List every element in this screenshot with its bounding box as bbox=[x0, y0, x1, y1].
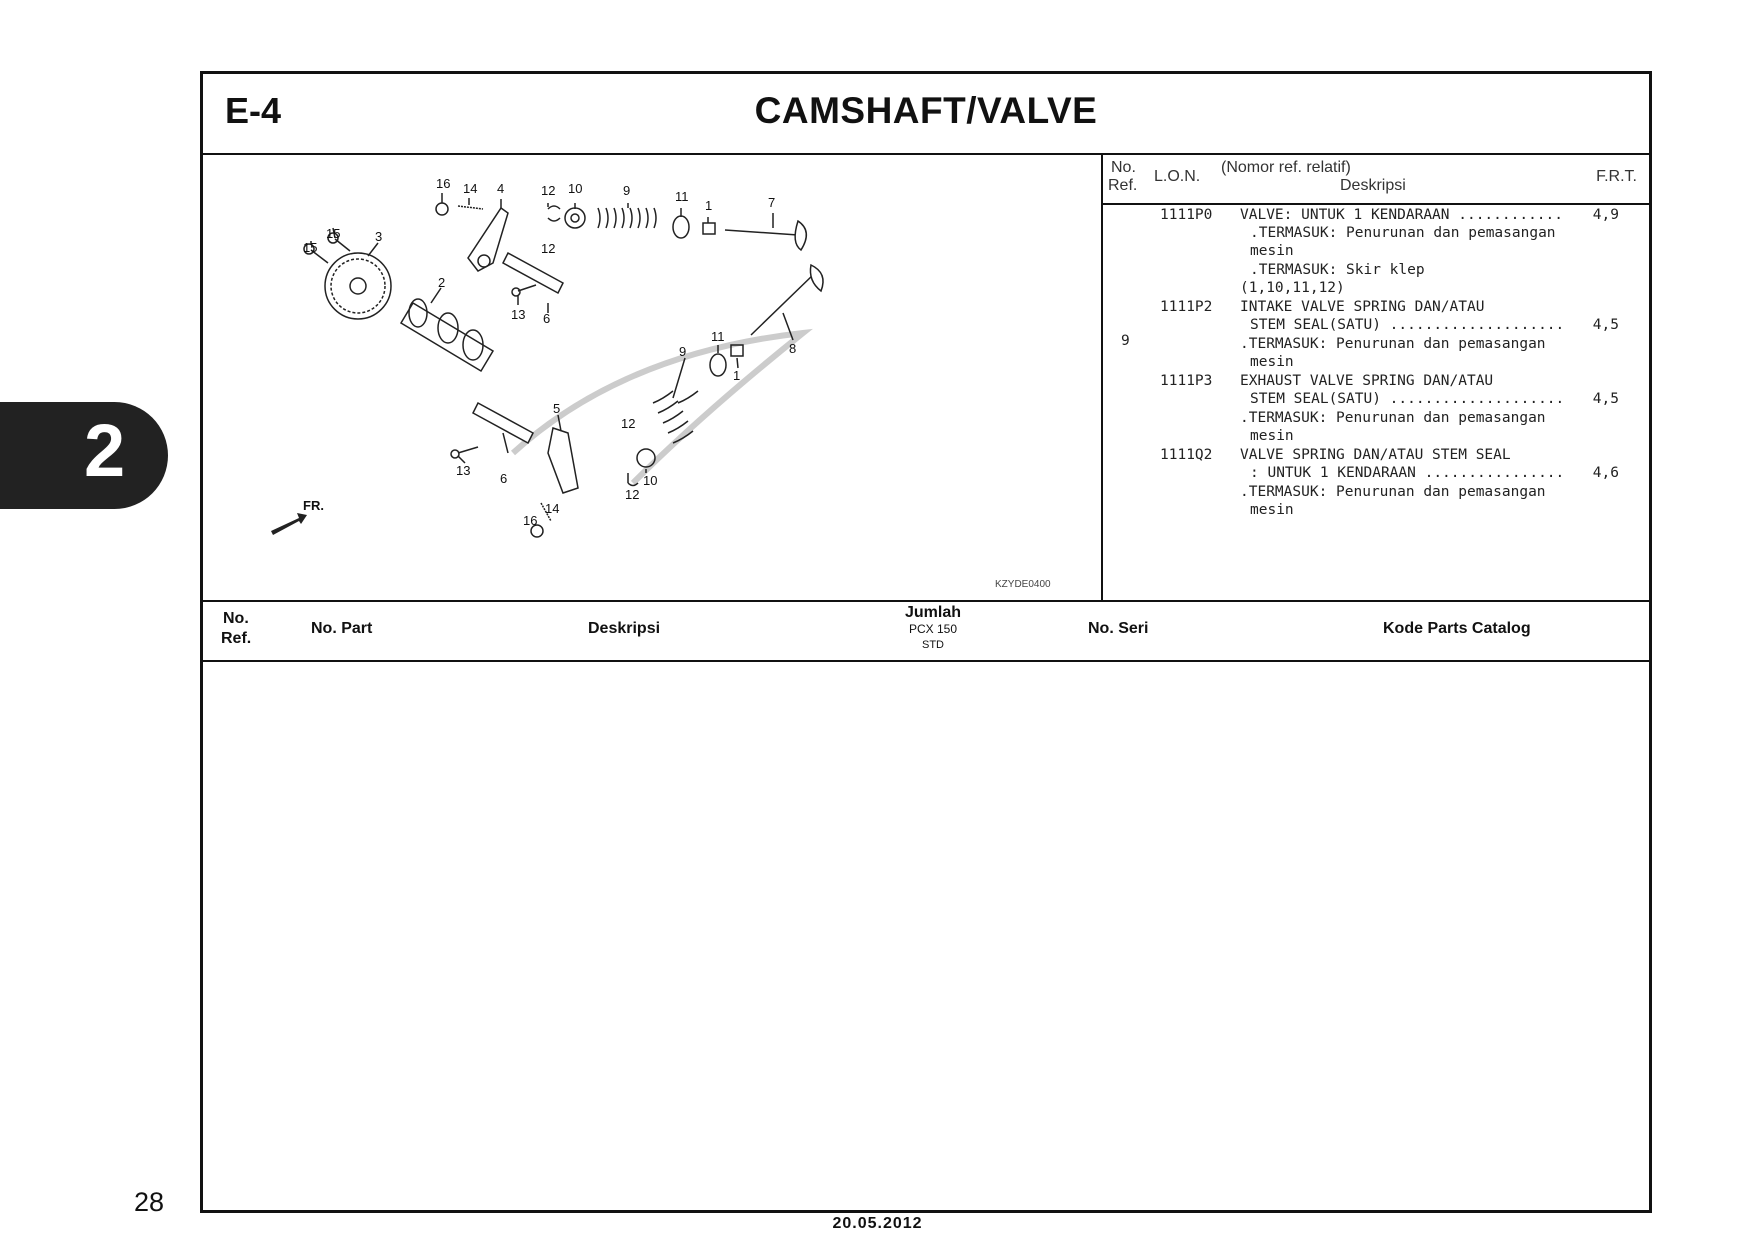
entry-desc: EXHAUST VALVE SPRING DAN/ATAU bbox=[1240, 373, 1494, 389]
callout-11b: 11 bbox=[711, 329, 725, 344]
labor-table-header: No. Ref. L.O.N. (Nomor ref. relatif) Des… bbox=[1103, 153, 1649, 205]
section-code: E-4 bbox=[225, 90, 282, 131]
entry-desc: VALVE: UNTUK 1 KENDARAAN ............ bbox=[1240, 207, 1564, 223]
entry-note: mesin bbox=[1250, 354, 1294, 370]
callout-1: 1 bbox=[705, 198, 712, 213]
callout-12d: 12 bbox=[625, 487, 639, 502]
entry-note: .TERMASUK: Penurunan dan pemasangan bbox=[1240, 336, 1546, 352]
page-number: 28 bbox=[134, 1187, 165, 1217]
lon-code: 1111Q2 bbox=[1160, 447, 1213, 463]
labor-table: No. Ref. L.O.N. (Nomor ref. relatif) Des… bbox=[1103, 153, 1649, 600]
callout-9: 9 bbox=[623, 183, 630, 198]
callout-14: 14 bbox=[463, 181, 477, 196]
callout-10b: 10 bbox=[643, 473, 657, 488]
callout-11: 11 bbox=[675, 189, 689, 204]
entry-note: .TERMASUK: Penurunan dan pemasangan bbox=[1240, 410, 1546, 426]
entry-desc-2: STEM SEAL(SATU) .................... bbox=[1250, 391, 1565, 407]
entry-desc-2: STEM SEAL(SATU) .................... bbox=[1250, 317, 1565, 333]
col-lon: L.O.N. bbox=[1154, 168, 1201, 185]
lon-code: 1111P3 bbox=[1160, 373, 1213, 389]
diagram-code: KZYDE0400 bbox=[995, 579, 1051, 590]
entry-note: .TERMASUK: Skir klep bbox=[1250, 262, 1425, 278]
fr-label: FR. bbox=[303, 498, 324, 513]
col-no-part: No. Part bbox=[311, 620, 373, 637]
callout-10: 10 bbox=[568, 181, 582, 196]
callout-16b: 16 bbox=[523, 513, 537, 528]
callout-12c: 12 bbox=[621, 416, 635, 431]
col-deskripsi: Deskripsi bbox=[588, 620, 661, 637]
page-header: E-4 CAMSHAFT/VALVE bbox=[203, 74, 1649, 155]
frt-value: 4,9 bbox=[1592, 207, 1619, 223]
exploded-diagram: FR. 16 14 4 12 10 9 11 1 7 15 15 3 12 2 … bbox=[203, 153, 1103, 600]
callout-15a: 15 bbox=[326, 226, 340, 241]
entry-note: (1,10,11,12) bbox=[1240, 280, 1345, 296]
entry-desc: INTAKE VALVE SPRING DAN/ATAU bbox=[1240, 299, 1485, 315]
frt-value: 4,5 bbox=[1592, 391, 1619, 407]
callout-6b: 6 bbox=[500, 471, 507, 486]
col-nomor: (Nomor ref. relatif) bbox=[1221, 159, 1351, 176]
ref-number: 9 bbox=[1121, 333, 1130, 349]
callout-14b: 14 bbox=[545, 501, 559, 516]
callout-6: 6 bbox=[543, 311, 550, 326]
section-number: 2 bbox=[84, 409, 126, 492]
entry-desc: VALVE SPRING DAN/ATAU STEM SEAL bbox=[1240, 447, 1511, 463]
page-title: CAMSHAFT/VALVE bbox=[754, 90, 1098, 131]
lon-code: 1111P2 bbox=[1160, 299, 1213, 315]
callout-5: 5 bbox=[553, 401, 560, 416]
callout-8: 8 bbox=[789, 341, 796, 356]
col-no: No. bbox=[1111, 159, 1136, 176]
callout-13b: 13 bbox=[456, 463, 470, 478]
callout-4: 4 bbox=[497, 181, 504, 196]
callout-12b: 12 bbox=[541, 241, 555, 256]
callout-1b: 1 bbox=[733, 368, 740, 383]
callout-13: 13 bbox=[511, 307, 525, 322]
callout-7: 7 bbox=[768, 195, 775, 210]
callout-9b: 9 bbox=[679, 344, 686, 359]
section-tab: 2 bbox=[0, 402, 168, 509]
entry-note: .TERMASUK: Penurunan dan pemasangan bbox=[1250, 225, 1556, 241]
labor-table-body: 9 1111P0 VALVE: UNTUK 1 KENDARAAN ......… bbox=[1103, 205, 1649, 600]
col-std: STD bbox=[922, 639, 944, 651]
entry-note: mesin bbox=[1250, 502, 1294, 518]
col-model: PCX 150 bbox=[908, 622, 958, 636]
lon-code: 1111P0 bbox=[1160, 207, 1213, 223]
callout-12: 12 bbox=[541, 183, 555, 198]
col-no-seri: No. Seri bbox=[1088, 620, 1149, 637]
col-jumlah: Jumlah bbox=[904, 604, 961, 621]
parts-table-header: No. Ref. No. Part Deskripsi Jumlah PCX 1… bbox=[203, 600, 1649, 662]
col-deskripsi: Deskripsi bbox=[1340, 177, 1406, 194]
frt-value: 4,5 bbox=[1592, 317, 1619, 333]
diagram-drawing: FR. 16 14 4 12 10 9 11 1 7 15 15 3 12 2 … bbox=[271, 176, 1051, 590]
entry-note: .TERMASUK: Penurunan dan pemasangan bbox=[1240, 484, 1546, 500]
entry-note: mesin bbox=[1250, 428, 1294, 444]
callout-16: 16 bbox=[436, 176, 450, 191]
col-ref: Ref. bbox=[1108, 177, 1138, 194]
col-ref: Ref. bbox=[221, 630, 252, 647]
col-kode-parts: Kode Parts Catalog bbox=[1383, 620, 1531, 637]
col-frt: F.R.T. bbox=[1596, 168, 1637, 185]
catalog-frame: E-4 CAMSHAFT/VALVE bbox=[200, 71, 1652, 1213]
callout-3: 3 bbox=[375, 229, 382, 244]
col-no: No. bbox=[223, 610, 249, 627]
frt-value: 4,6 bbox=[1592, 465, 1619, 481]
print-date: 20.05.2012 bbox=[832, 1215, 923, 1232]
entry-desc-2: : UNTUK 1 KENDARAAN ................ bbox=[1250, 465, 1565, 481]
entry-note: mesin bbox=[1250, 243, 1294, 259]
callout-15b: 15 bbox=[303, 240, 317, 255]
callout-2: 2 bbox=[438, 275, 445, 290]
